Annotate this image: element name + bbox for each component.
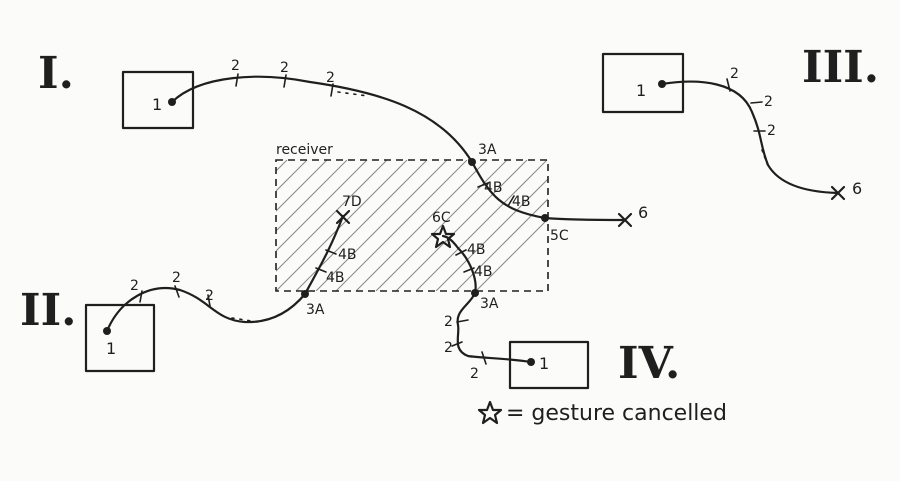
- path-II-tick-1: 2: [130, 278, 139, 294]
- path-III-tick-2: 2: [764, 94, 773, 110]
- path-IV-enter-dot: [471, 289, 479, 297]
- receiver-hatching: [276, 160, 548, 291]
- path-III-start-box: [601, 52, 685, 114]
- path-II-tick-5: 4B: [326, 270, 345, 286]
- path-II-tick-4: 4B: [338, 247, 357, 263]
- path-IV-tick-1: 2: [444, 314, 453, 330]
- path-IV: 1 2 2 2 3A 4B 4B 6C: [430, 210, 590, 390]
- path-I: 1 2 2 2 3A 4B 4B 5C 6: [121, 58, 648, 244]
- path-IV-tick-4: 4B: [467, 242, 486, 258]
- legend-text: = gesture cancelled: [506, 401, 727, 426]
- path-IV-tick-5: 4B: [474, 264, 493, 280]
- path-I-exit-dot: [541, 214, 549, 222]
- path-IV-cancel-star-icon: [430, 224, 456, 249]
- path-I-tick-1: 2: [231, 58, 240, 74]
- path-IV-start-box: [508, 340, 590, 390]
- path-II-tick-2: 2: [172, 270, 181, 286]
- path-II: 1 2 2 2 3A 4B 4B 7D: [84, 194, 362, 373]
- path-II-enter-dot: [301, 290, 309, 298]
- gesture-cancelled-star-icon: [477, 400, 503, 425]
- receiver-label: receiver: [276, 142, 333, 158]
- path-I-end-label: 6: [638, 203, 648, 222]
- section-label-I: I.: [38, 48, 74, 99]
- section-label-II: II.: [20, 285, 76, 336]
- section-label-IV: IV.: [618, 338, 680, 389]
- path-II-end-x: [335, 209, 351, 225]
- path-I-enter-dot: [468, 158, 476, 166]
- path-III: 1 2 2 2 6: [601, 52, 862, 201]
- path-I-tick-4: 4B: [484, 180, 503, 196]
- path-I-enter-label: 3A: [478, 142, 497, 158]
- path-I-tick-2: 2: [280, 60, 289, 76]
- path-I-exit-label: 5C: [550, 228, 569, 244]
- path-I-end-x: [617, 212, 633, 228]
- path-II-curve: [105, 214, 345, 333]
- path-IV-end-label: 6C: [432, 210, 451, 226]
- path-II-start-box: [84, 303, 156, 373]
- path-III-start-label: 1: [636, 81, 646, 100]
- receiver-region: receiver: [275, 142, 549, 292]
- path-II-end-label: 7D: [342, 194, 362, 210]
- path-III-tick-3: 2: [767, 123, 776, 139]
- path-I-start-label: 1: [152, 95, 162, 114]
- path-I-tick-5: 4B: [512, 194, 531, 210]
- path-II-start-label: 1: [106, 339, 116, 358]
- path-I-start-box: [121, 70, 195, 130]
- path-IV-enter-label: 3A: [480, 296, 499, 312]
- path-I-tick-3: 2: [326, 70, 335, 86]
- section-label-III: III.: [802, 42, 879, 93]
- path-IV-tick-3: 2: [470, 366, 479, 382]
- path-IV-curve: [441, 234, 533, 364]
- path-II-tick-3: 2: [205, 288, 214, 304]
- path-III-tick-1: 2: [730, 66, 739, 82]
- path-III-curve: [660, 80, 840, 195]
- path-I-curve: [170, 75, 627, 222]
- legend: = gesture cancelled: [477, 400, 727, 426]
- path-IV-tick-2: 2: [444, 340, 453, 356]
- path-III-end-x: [830, 185, 846, 201]
- path-III-end-label: 6: [852, 179, 862, 198]
- path-II-enter-label: 3A: [306, 302, 325, 318]
- path-IV-start-label: 1: [539, 354, 549, 373]
